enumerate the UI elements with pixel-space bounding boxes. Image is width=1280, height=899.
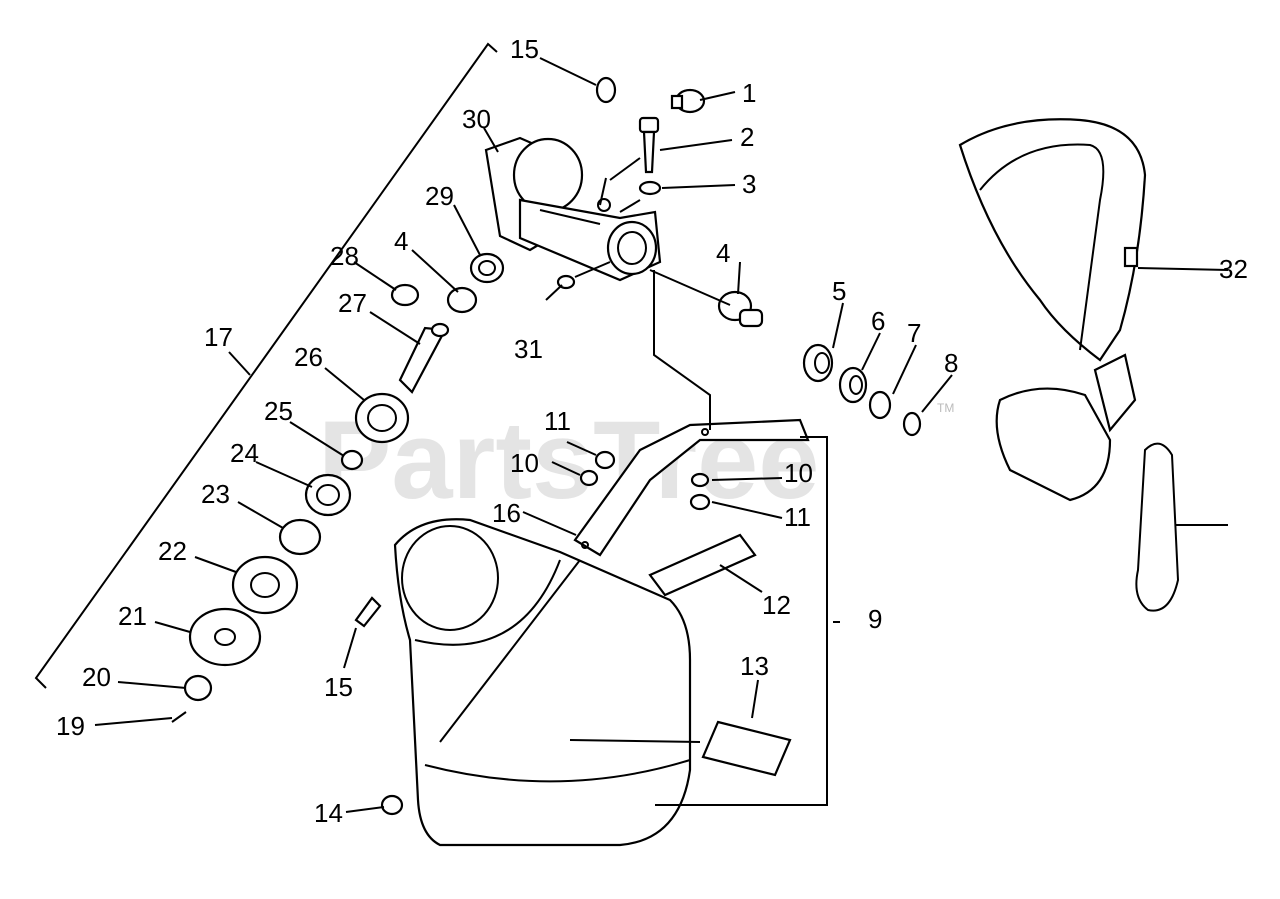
- callout-10-left: 10: [510, 448, 539, 478]
- nuts-parts-10-11[interactable]: [579, 450, 711, 511]
- hanger-part-32[interactable]: [1135, 442, 1180, 612]
- callout-20: 21: [118, 601, 147, 631]
- callout-25: 26: [294, 342, 323, 372]
- leader-lines: [94, 57, 1229, 813]
- callout-24: 25: [264, 396, 293, 426]
- callout-6: 6: [871, 306, 885, 336]
- callout-26: 27: [338, 288, 367, 318]
- bearing-part-28[interactable]: [469, 252, 505, 284]
- callout-1: 1: [742, 78, 756, 108]
- callout-9: 9: [868, 604, 882, 634]
- callout-30: 31: [514, 334, 543, 364]
- ring-part-8[interactable]: [902, 411, 922, 437]
- bearing-part-25[interactable]: [354, 392, 410, 444]
- ring-part-27[interactable]: [390, 283, 420, 307]
- callout-14: 14: [314, 798, 343, 828]
- shoulder-harness-part-31[interactable]: [958, 118, 1147, 502]
- callout-29: 30: [462, 104, 491, 134]
- callout-12: 12: [762, 590, 791, 620]
- callout-22: 23: [201, 479, 230, 509]
- bracket-part-16[interactable]: [573, 418, 810, 557]
- callout-28: 29: [425, 181, 454, 211]
- callout-11-left: 11: [544, 406, 571, 436]
- callout-5: 5: [832, 276, 846, 306]
- callout-31: 32: [1219, 254, 1248, 284]
- knob-part-4-right[interactable]: [717, 290, 764, 328]
- pin-part-18[interactable]: [171, 711, 187, 723]
- bolt-part-2[interactable]: [638, 116, 660, 174]
- screw-part-14[interactable]: [380, 794, 404, 816]
- callout-23: 24: [230, 438, 259, 468]
- plate-part-20[interactable]: [188, 607, 262, 667]
- callout-11-right: 11: [784, 502, 811, 532]
- watermark-trademark: TM: [937, 401, 954, 415]
- callout-19: 20: [82, 662, 111, 692]
- screw-part-15-lower[interactable]: [354, 596, 382, 628]
- snap-ring-part-22[interactable]: [278, 518, 322, 556]
- nut-part-19[interactable]: [183, 674, 213, 702]
- shaft-part-26[interactable]: [398, 322, 450, 394]
- group-bracket-9: [655, 436, 828, 806]
- callout-27: 28: [330, 241, 359, 271]
- callout-15-lower: 15: [324, 672, 353, 702]
- spacer-part-24[interactable]: [340, 449, 364, 471]
- grass-shield-part-9[interactable]: [393, 518, 692, 847]
- callout-4-left: 4: [394, 226, 408, 256]
- callout-16: 16: [492, 498, 521, 528]
- plug-part-15-top[interactable]: [595, 76, 617, 104]
- callout-10-right: 10: [784, 458, 813, 488]
- callout-18: 19: [56, 711, 85, 741]
- callout-2: 2: [740, 122, 754, 152]
- callout-15-top: 15: [510, 34, 539, 64]
- bearing-part-23[interactable]: [304, 473, 352, 517]
- callout-3: 3: [742, 169, 756, 199]
- callout-7: 7: [907, 318, 921, 348]
- bearing-part-6[interactable]: [838, 366, 868, 404]
- knob-part-1[interactable]: [670, 88, 706, 114]
- callout-8: 8: [944, 348, 958, 378]
- callout-17: 17: [204, 322, 233, 352]
- group-bracket-17: [34, 42, 498, 689]
- label-part-12[interactable]: [648, 533, 757, 597]
- snap-ring-part-7[interactable]: [868, 390, 892, 420]
- bearing-part-5[interactable]: [802, 343, 834, 383]
- label-part-13[interactable]: [701, 720, 792, 777]
- callout-21: 22: [158, 536, 187, 566]
- callout-4-right: 4: [716, 238, 730, 268]
- gear-head-housing[interactable]: [484, 136, 662, 282]
- callout-13: 13: [740, 651, 769, 681]
- washer-part-3[interactable]: [638, 180, 662, 196]
- holder-part-21[interactable]: [231, 555, 299, 615]
- washer-part-4-left[interactable]: [446, 286, 478, 314]
